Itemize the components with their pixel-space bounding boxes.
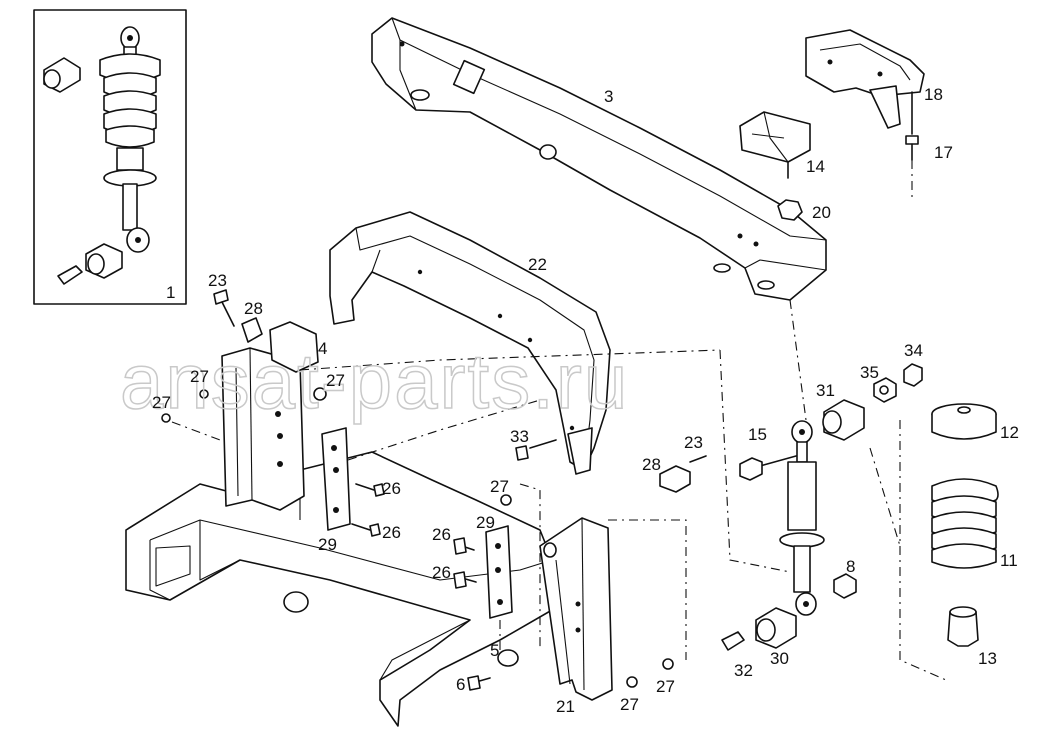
- callout-14: 14: [806, 157, 825, 176]
- cross-beam: [371, 17, 827, 301]
- callout-17: 17: [934, 143, 953, 162]
- callout-29-left: 29: [318, 535, 337, 554]
- callout-27-a: 27: [190, 367, 209, 386]
- rubber-mount: [739, 111, 811, 221]
- callout-5: 5: [490, 641, 499, 660]
- callout-20: 20: [812, 203, 831, 222]
- watermark-text: ansat-parts.ru: [120, 337, 629, 425]
- callout-1: 1: [166, 283, 175, 302]
- callout-18: 18: [924, 85, 943, 104]
- callout-32: 32: [734, 661, 753, 680]
- callout-29-right: 29: [476, 513, 495, 532]
- callout-21: 21: [556, 697, 575, 716]
- left-bracket-assembly: [161, 289, 385, 537]
- callout-27-f: 27: [620, 695, 639, 714]
- callout-34: 34: [904, 341, 923, 360]
- callout-labels: 1 3 4 5 6 8 11 12 13 14 15 17 18 20 21 2…: [152, 85, 1019, 716]
- callout-27-b: 27: [326, 371, 345, 390]
- callout-26-a: 26: [382, 479, 401, 498]
- callout-23-right: 23: [684, 433, 703, 452]
- callout-15: 15: [748, 425, 767, 444]
- callout-26-c: 26: [432, 525, 451, 544]
- callout-6: 6: [456, 675, 465, 694]
- callout-13: 13: [978, 649, 997, 668]
- hinge-bracket: [805, 29, 925, 161]
- callout-11: 11: [1000, 551, 1018, 570]
- callout-31: 31: [816, 381, 835, 400]
- shock-absorber-parts: [515, 363, 923, 651]
- callout-8: 8: [846, 557, 855, 576]
- chassis-frame: [125, 451, 553, 727]
- callout-28-left: 28: [244, 299, 263, 318]
- coil-spring-assembly: [931, 403, 999, 647]
- callout-22: 22: [528, 255, 547, 274]
- callout-4: 4: [318, 339, 327, 358]
- callout-26-d: 26: [432, 563, 451, 582]
- callout-26-b: 26: [382, 523, 401, 542]
- detail-box-shock-absorber-assembly: [33, 9, 187, 305]
- callout-23-left: 23: [208, 271, 227, 290]
- callout-27-d: 27: [490, 477, 509, 496]
- assembly-centerlines: [171, 160, 947, 681]
- callout-30: 30: [770, 649, 789, 668]
- callout-27-c: 27: [152, 393, 171, 412]
- callout-35: 35: [860, 363, 879, 382]
- callout-28-right: 28: [642, 455, 661, 474]
- callout-12: 12: [1000, 423, 1019, 442]
- right-bracket-assembly: [453, 494, 674, 701]
- callout-3: 3: [604, 87, 613, 106]
- callout-27-e: 27: [656, 677, 675, 696]
- callout-33: 33: [510, 427, 529, 446]
- u-frame: [329, 211, 611, 475]
